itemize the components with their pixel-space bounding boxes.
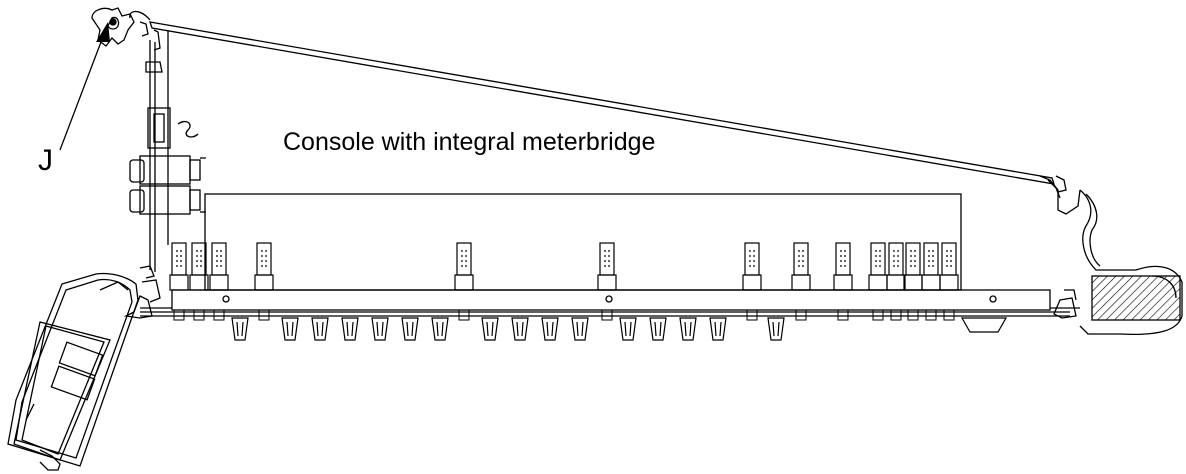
knob <box>341 317 359 341</box>
top-corner-bracket <box>91 7 135 47</box>
stub <box>795 309 807 321</box>
knob <box>231 317 249 341</box>
stub <box>890 309 902 321</box>
knob-wide <box>960 317 1008 333</box>
stub <box>872 309 884 321</box>
fader-module <box>254 242 274 291</box>
stub <box>173 309 185 321</box>
stub <box>746 309 758 321</box>
stub <box>601 309 613 321</box>
fader-module <box>939 242 959 291</box>
fader-module <box>886 242 906 291</box>
stub <box>193 309 205 321</box>
stub <box>213 309 225 321</box>
stub <box>943 309 955 321</box>
top-fader-row <box>169 242 959 291</box>
diagram-caption: Console with integral meterbridge <box>283 128 656 156</box>
knob <box>431 317 449 341</box>
lower-knob-row <box>231 317 1008 341</box>
knob <box>311 317 329 341</box>
knob <box>481 317 499 341</box>
under-tray-stubs <box>173 309 955 321</box>
stub <box>925 309 937 321</box>
callout-arrow <box>59 33 105 151</box>
stub <box>458 309 470 321</box>
fader-module <box>209 242 229 291</box>
knob <box>371 317 389 341</box>
knob <box>401 317 419 341</box>
fader-module <box>791 242 811 291</box>
stub <box>837 309 849 321</box>
fader-module <box>597 242 617 291</box>
fader-tray <box>171 289 1051 311</box>
fader-module <box>921 242 941 291</box>
knob <box>767 317 785 341</box>
knob <box>649 317 667 341</box>
fader-module <box>742 242 762 291</box>
knob <box>541 317 559 341</box>
fader-module <box>169 242 189 291</box>
armrest-rail <box>1079 189 1183 336</box>
meter-panel <box>204 193 962 291</box>
stub <box>907 309 919 321</box>
fader-module <box>189 242 209 291</box>
knob <box>571 317 589 341</box>
meterbridge-hood <box>149 21 1055 185</box>
stub <box>258 309 270 321</box>
front-patchbay <box>7 272 139 471</box>
rear-connectors <box>129 107 206 215</box>
knob <box>281 317 299 341</box>
knob <box>709 317 727 341</box>
fader-module <box>868 242 888 291</box>
fader-module <box>454 242 474 291</box>
knob <box>511 317 529 341</box>
armrest-block <box>1091 275 1181 321</box>
knob <box>619 317 637 341</box>
callout-label-j: J <box>38 144 53 177</box>
fader-module <box>903 242 923 291</box>
knob <box>679 317 697 341</box>
fader-module <box>833 242 853 291</box>
